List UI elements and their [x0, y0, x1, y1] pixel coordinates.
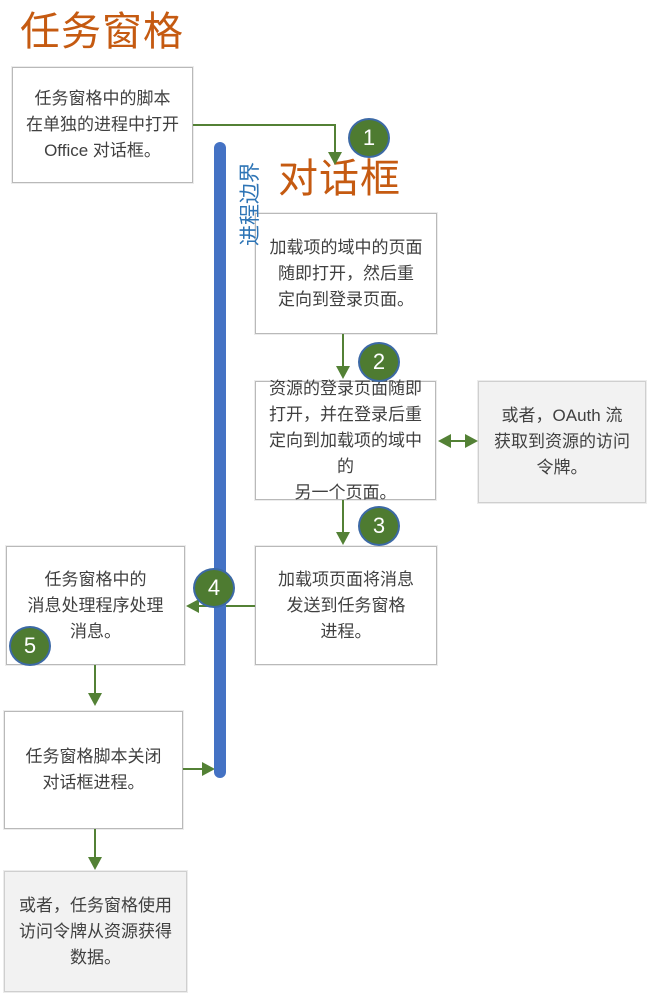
step-badge-1: 1: [348, 118, 390, 158]
box-oauth-flow: 或者，OAuth 流 获取到资源的访问 令牌。: [478, 381, 646, 503]
arrowhead-left-icon: [438, 434, 451, 448]
connector-7-vertical: [94, 829, 96, 859]
connector-4-horizontal: [197, 605, 255, 607]
connector-6-horizontal: [183, 768, 204, 770]
step-badge-3: 3: [358, 506, 400, 546]
task-pane-title: 任务窗格: [20, 10, 184, 54]
step-badge-5: 5: [9, 626, 51, 666]
box-resource-signin: 资源的登录页面随即 打开，并在登录后重 定向到加载项的域中的 另一个页面。: [255, 379, 436, 502]
box-task-pane-script: 任务窗格中的脚本 在单独的进程中打开 Office 对话框。: [12, 67, 193, 183]
step-badge-2: 2: [358, 342, 400, 382]
arrowhead-down-icon: [88, 693, 102, 706]
box-task-pane-uses-token: 或者，任务窗格使用 访问令牌从资源获得 数据。: [4, 871, 187, 992]
connector-5-vertical: [94, 665, 96, 695]
connector-oauth-horizontal: [449, 440, 466, 442]
process-boundary-label: 进程边界: [239, 162, 262, 246]
connector-2-vertical: [342, 334, 344, 368]
connector-1-horizontal: [193, 124, 336, 126]
connector-3-vertical: [342, 500, 344, 534]
process-boundary-line: [214, 142, 226, 778]
box-script-closes-dialog: 任务窗格脚本关闭 对话框进程。: [4, 711, 183, 829]
connector-1-vertical: [334, 124, 336, 154]
box-addin-page-opens: 加载项的域中的页面 随即打开，然后重 定向到登录页面。: [255, 213, 437, 334]
arrowhead-right-icon: [465, 434, 478, 448]
arrowhead-down-icon: [328, 152, 342, 165]
step-badge-4: 4: [193, 568, 235, 608]
arrowhead-down-icon: [88, 857, 102, 870]
arrowhead-left-icon: [186, 599, 199, 613]
arrowhead-down-icon: [336, 366, 350, 379]
box-addin-sends-message: 加载项页面将消息 发送到任务窗格 进程。: [255, 546, 437, 665]
arrowhead-down-icon: [336, 532, 350, 545]
arrowhead-right-icon: [202, 762, 215, 776]
